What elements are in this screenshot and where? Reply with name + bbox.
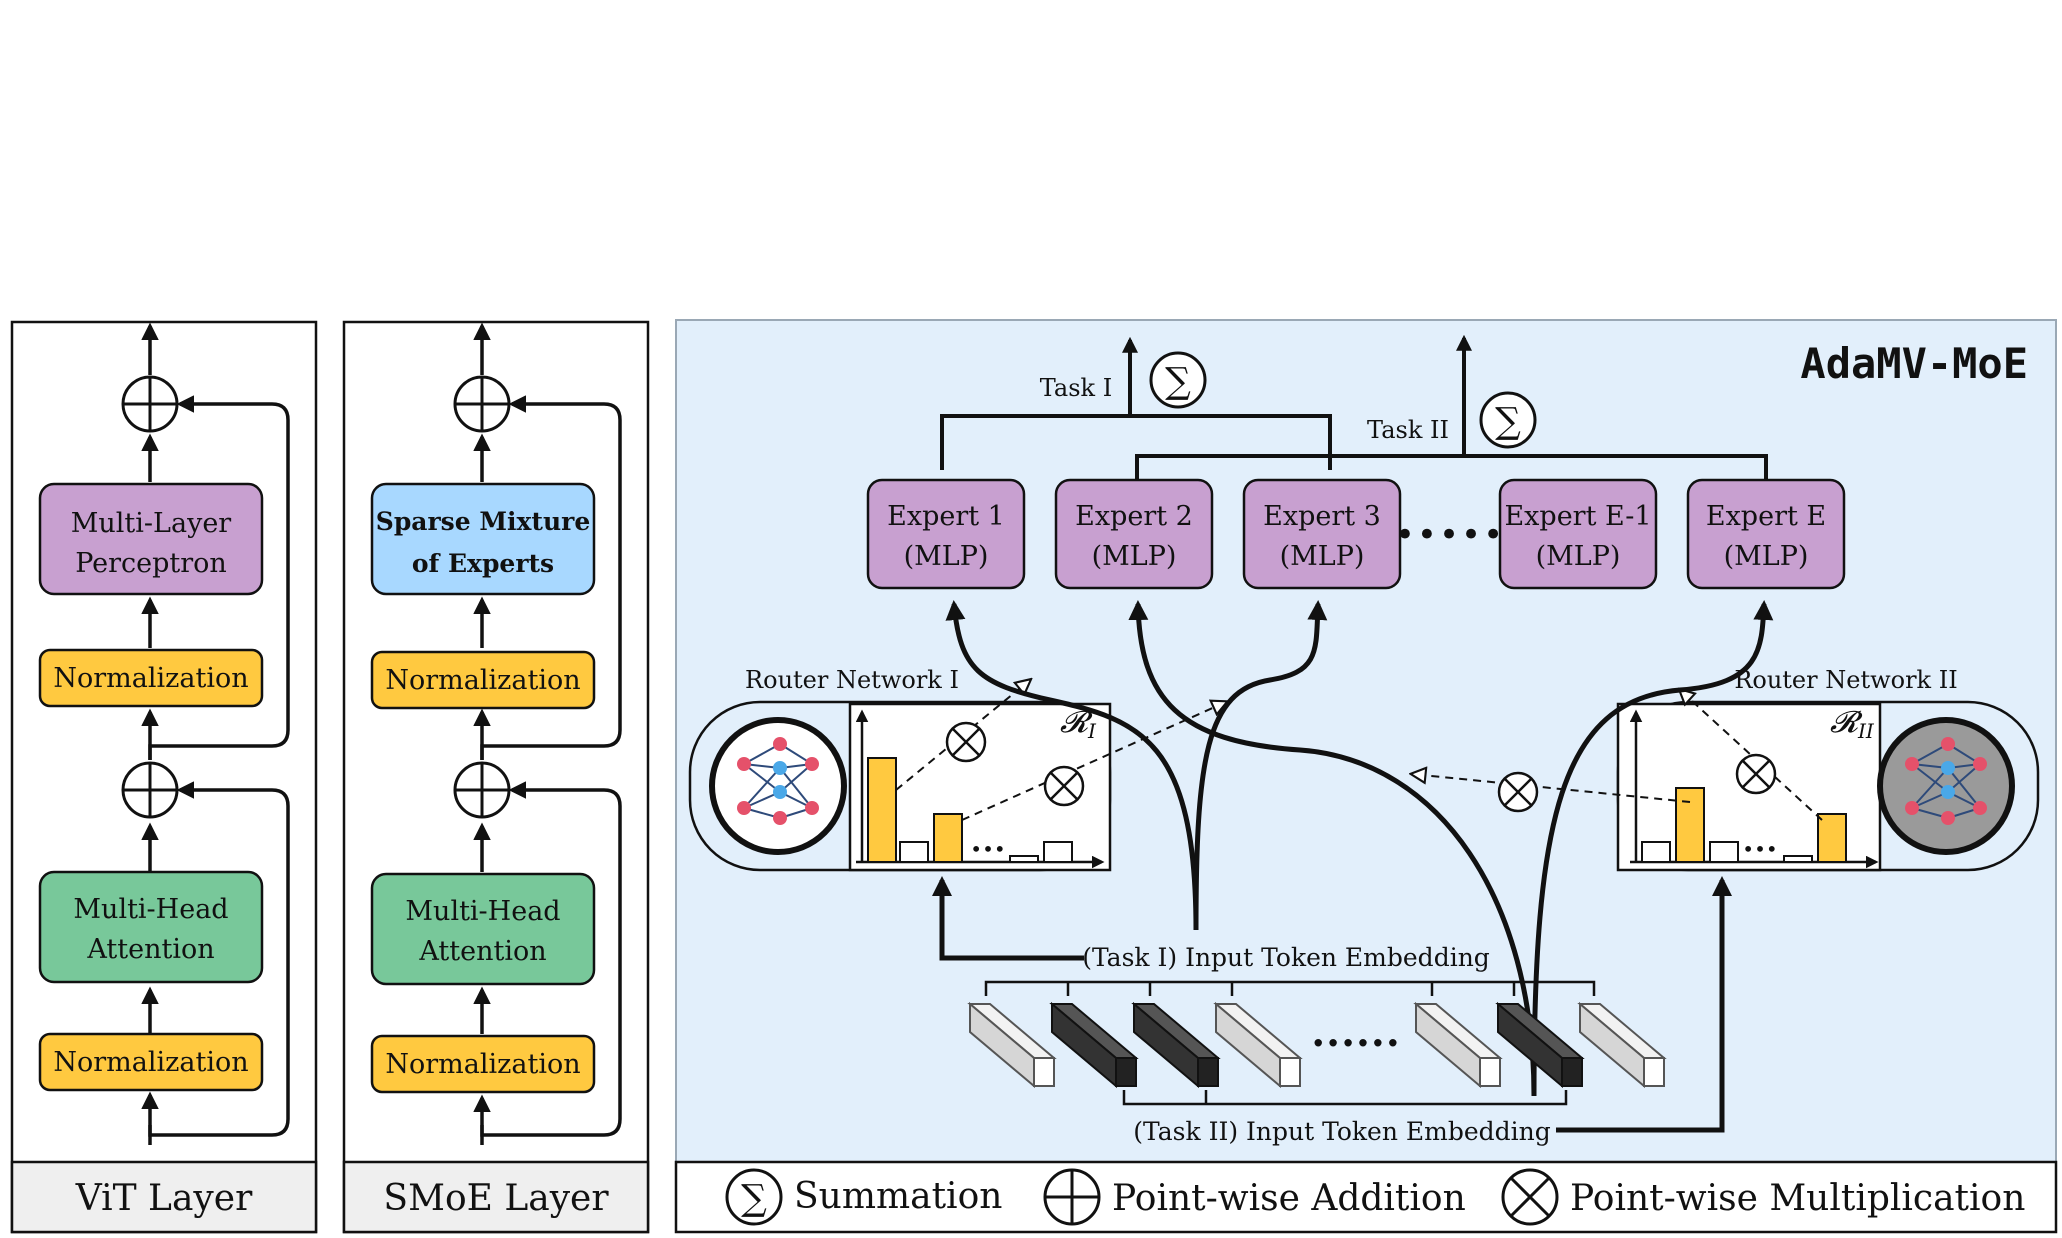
- svg-text:(MLP): (MLP): [1092, 541, 1177, 572]
- task1-label: Task I: [1040, 374, 1112, 402]
- router2-bar-2: [1675, 787, 1705, 863]
- router2-network-icon: [1877, 717, 2015, 855]
- token-ellipsis: ......: [1311, 1009, 1401, 1056]
- vit-mha-block: [38, 870, 264, 984]
- smoe-norm-bottom-label: Normalization: [385, 1049, 580, 1080]
- router2-bar-3: [1709, 841, 1739, 863]
- svg-text:(MLP): (MLP): [1280, 541, 1365, 572]
- vit-mlp-label-2: Perceptron: [75, 548, 227, 579]
- task1-summation-icon: ∑: [1149, 351, 1207, 409]
- router2-hist-ellipsis: •••: [1742, 837, 1777, 861]
- smoe-add-icon-2: [453, 375, 511, 433]
- svg-text:Expert E-1: Expert E-1: [1504, 501, 1651, 532]
- task1-embedding-label: (Task I) Input Token Embedding: [1082, 943, 1490, 972]
- smoe-mha-label-1: Multi-Head: [405, 896, 560, 927]
- svg-text:Summation: Summation: [794, 1176, 1002, 1217]
- task2-embedding-label: (Task II) Input Token Embedding: [1133, 1117, 1550, 1146]
- vit-add-icon-1: [121, 761, 179, 819]
- svg-text:Point-wise Addition: Point-wise Addition: [1112, 1178, 1466, 1219]
- svg-text:Expert 2: Expert 2: [1075, 501, 1193, 532]
- svg-text:∑: ∑: [1495, 401, 1521, 442]
- legend-bar: [674, 1160, 2058, 1234]
- vit-norm-bottom-label: Normalization: [53, 1047, 248, 1078]
- smoe-mha-label-2: Attention: [418, 936, 546, 967]
- svg-text:(MLP): (MLP): [1724, 541, 1809, 572]
- expert-3-block: Expert 3 (MLP): [1242, 478, 1402, 590]
- vit-mha-label-1: Multi-Head: [73, 894, 228, 925]
- router1-mul-icon-2: [1043, 765, 1085, 807]
- smoe-footer: [342, 1160, 650, 1234]
- adamv-title: AdaMV-MoE: [1800, 339, 2028, 388]
- legend-multiplication: Point-wise Multiplication: [1501, 1168, 2025, 1226]
- router1-bar-4: [1009, 855, 1039, 863]
- svg-text:∑: ∑: [741, 1178, 767, 1219]
- router1-bar-3: [933, 813, 963, 863]
- vit-mlp-block: [38, 482, 264, 596]
- vit-norm-bottom-block: [38, 1032, 264, 1092]
- legend-summation: ∑ Summation: [725, 1168, 1002, 1226]
- router2-label: Router Network II: [1734, 666, 1957, 694]
- router1-network-icon: [709, 717, 847, 855]
- svg-text:∑: ∑: [1165, 361, 1191, 402]
- router1-bar-5: [1043, 841, 1073, 863]
- svg-text:Expert 3: Expert 3: [1263, 501, 1381, 532]
- task2-label: Task II: [1367, 416, 1449, 444]
- router1-bar-2: [899, 841, 929, 863]
- router2-bar-5: [1817, 813, 1847, 863]
- svg-text:(MLP): (MLP): [904, 541, 989, 572]
- summation-icon: [725, 1168, 783, 1226]
- legend-addition: Point-wise Addition: [1043, 1168, 1466, 1226]
- svg-text:Point-wise Multiplication: Point-wise Multiplication: [1570, 1178, 2025, 1219]
- vit-norm-top-block: [38, 648, 264, 708]
- task2-bracket: [1122, 1090, 1568, 1106]
- svg-text:(MLP): (MLP): [1536, 541, 1621, 572]
- token-6: [1495, 1001, 1585, 1089]
- smoe-label-2: of Experts: [412, 549, 554, 578]
- svg-text:Expert 1: Expert 1: [887, 501, 1005, 532]
- router2-bar-4: [1783, 855, 1813, 863]
- task1-bracket: [984, 980, 1596, 996]
- router1-hist-ellipsis: •••: [970, 837, 1005, 861]
- expert-1-block: Expert 1 (MLP): [866, 478, 1026, 590]
- router1-bar-1: [867, 757, 897, 863]
- smoe-norm-bottom-block: [370, 1034, 596, 1094]
- token-1: [967, 1001, 1057, 1089]
- router2-bar-1: [1641, 841, 1671, 863]
- expert-e-block: Expert E (MLP): [1686, 478, 1846, 590]
- router1-mul-icon-1: [945, 721, 987, 763]
- smoe-norm-top-label: Normalization: [385, 665, 580, 696]
- smoe-add-icon-1: [453, 761, 511, 819]
- vit-footer-label: ViT Layer: [75, 1178, 253, 1219]
- vit-mha-label-2: Attention: [86, 934, 214, 965]
- vit-footer: [10, 1160, 318, 1234]
- smoe-label-1: Sparse Mixture: [376, 507, 590, 536]
- vit-mlp-label-1: Multi-Layer: [71, 508, 232, 539]
- router2-mul-icon-1: [1497, 771, 1539, 813]
- smoe-norm-top-block: [370, 650, 596, 710]
- svg-text:Expert E: Expert E: [1706, 501, 1826, 532]
- expert-ellipsis: •••••: [1395, 515, 1505, 555]
- token-2: [1049, 1001, 1139, 1089]
- router2-symbol: 𝓡II: [1830, 705, 1875, 743]
- vit-norm-top-label: Normalization: [53, 663, 248, 694]
- token-3: [1131, 1001, 1221, 1089]
- token-4: [1213, 1001, 1303, 1089]
- token-7: [1577, 1001, 1667, 1089]
- smoe-footer-label: SMoE Layer: [383, 1178, 609, 1219]
- vit-layer-panel: ViT Layer Multi-Layer Perceptron Normali…: [10, 320, 318, 1234]
- vit-add-icon-2: [121, 375, 179, 433]
- smoe-layer-panel: SMoE Layer Sparse Mixture of Experts Nor…: [342, 320, 650, 1234]
- router2-mul-icon-2: [1735, 753, 1777, 795]
- task2-summation-icon: ∑: [1479, 391, 1537, 449]
- expert-2-block: Expert 2 (MLP): [1054, 478, 1214, 590]
- adamv-panel: AdaMV-MoE Task I Task II ∑ ∑ Expert 1 (M…: [674, 319, 2058, 1234]
- smoe-block: [370, 482, 596, 596]
- router1-label: Router Network I: [745, 666, 959, 694]
- smoe-mha-block: [370, 872, 596, 986]
- expert-e-1-block: Expert E-1 (MLP): [1498, 478, 1658, 590]
- token-5: [1413, 1001, 1503, 1089]
